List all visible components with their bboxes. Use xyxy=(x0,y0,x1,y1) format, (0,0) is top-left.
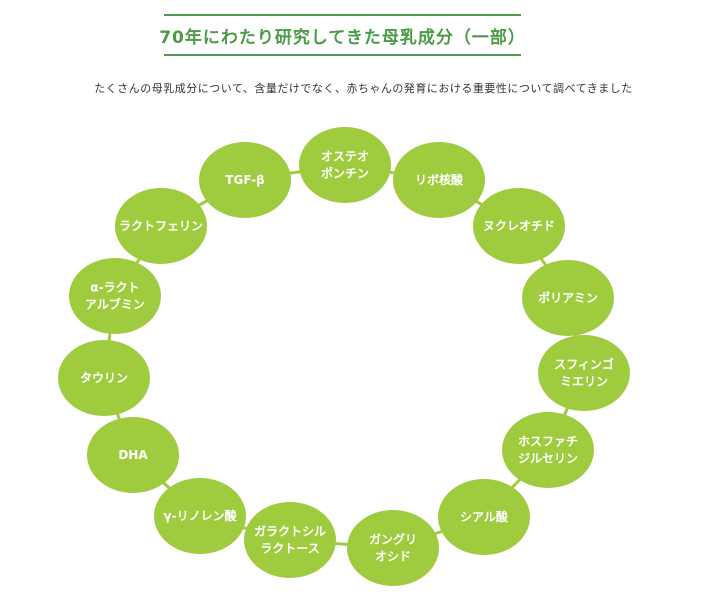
component-node-dha: DHA xyxy=(87,417,179,493)
node-label: スフィンゴ xyxy=(554,357,614,372)
node-label: α-ラクト xyxy=(90,281,139,295)
node-ellipse xyxy=(473,188,565,264)
component-node-taurine: タウリン xyxy=(58,340,150,416)
node-label: タウリン xyxy=(80,371,128,385)
component-node-gamma-linolenic-acid: γ-リノレン酸 xyxy=(154,478,246,554)
node-ellipse xyxy=(244,502,336,578)
node-ellipse xyxy=(69,258,161,334)
node-ellipse xyxy=(154,478,246,554)
node-label: ラクトフェリン xyxy=(119,219,203,233)
node-ellipse xyxy=(522,260,614,336)
component-node-ribonucleic-acid: リボ核酸 xyxy=(393,142,485,218)
page-title: 70年にわたり研究してきた母乳成分（一部） xyxy=(159,27,526,48)
node-label: ポンチン xyxy=(321,166,369,181)
node-ellipse xyxy=(347,510,439,586)
node-label: ポリアミン xyxy=(538,290,598,305)
node-ellipse xyxy=(115,188,207,264)
node-ellipse xyxy=(299,127,391,203)
node-label: シアル酸 xyxy=(460,509,509,524)
component-node-polyamine: ポリアミン xyxy=(522,260,614,336)
node-label: ジルセリン xyxy=(518,452,578,466)
node-label: ホスファチ xyxy=(518,435,578,449)
component-node-lactoferrin: ラクトフェリン xyxy=(115,188,207,264)
node-ellipse xyxy=(199,142,291,218)
component-node-nucleotide: ヌクレオチド xyxy=(473,188,565,264)
node-ellipse xyxy=(502,412,594,488)
node-ellipse xyxy=(393,142,485,218)
node-label: アルブミン xyxy=(85,297,145,312)
node-label: ガラクトシル xyxy=(254,524,326,539)
node-label: ラクトース xyxy=(260,542,319,556)
node-label: γ-リノレン酸 xyxy=(163,508,237,523)
node-label: TGF-β xyxy=(225,173,265,187)
node-ellipse xyxy=(538,335,630,411)
node-label: DHA xyxy=(118,448,148,462)
node-ellipse xyxy=(58,340,150,416)
title-frame: 70年にわたり研究してきた母乳成分（一部） xyxy=(159,14,525,56)
node-ellipse xyxy=(87,417,179,493)
node-label: オステオ xyxy=(321,150,369,164)
node-label: ガングリ xyxy=(369,532,417,547)
node-label: ヌクレオチド xyxy=(483,219,555,233)
node-ellipse xyxy=(438,479,530,555)
component-node-sialic-acid: シアル酸 xyxy=(438,479,530,555)
node-label: オシド xyxy=(375,550,411,564)
node-label: リボ核酸 xyxy=(415,172,464,187)
node-label: ミエリン xyxy=(560,375,608,389)
component-node-tgf-beta: TGF-β xyxy=(199,142,291,218)
page-subtitle: たくさんの母乳成分について、含量だけでなく、赤ちゃんの発育における重要性について… xyxy=(94,82,633,95)
